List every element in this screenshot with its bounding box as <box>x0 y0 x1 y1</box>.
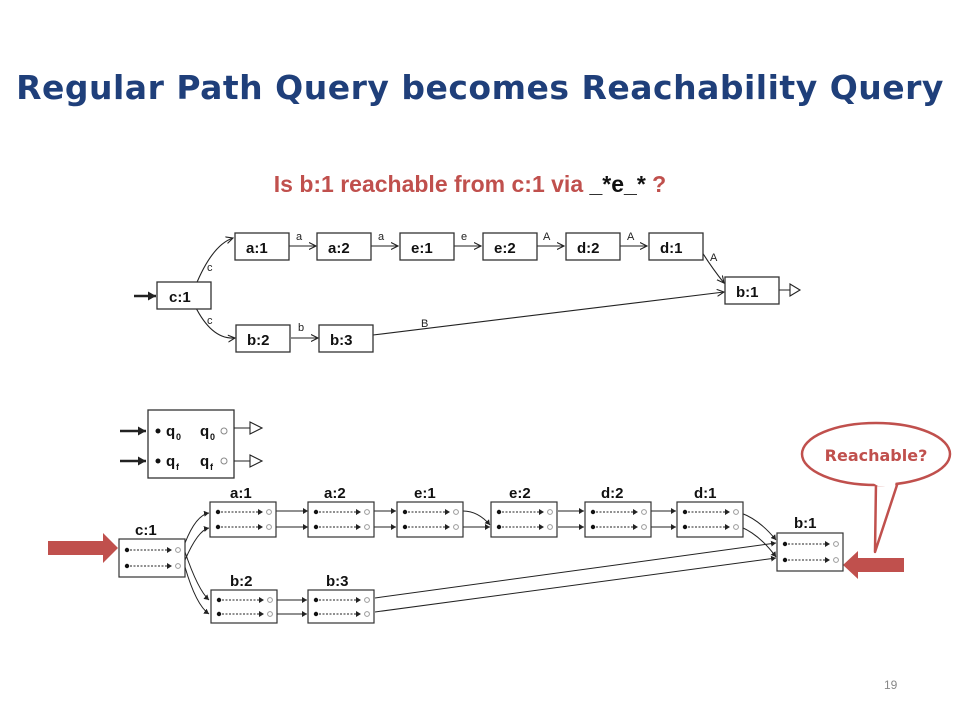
node-a1: a:1 <box>234 232 290 261</box>
state-subscript: 0 <box>176 432 181 442</box>
question-text: Is b:1 reachable from c:1 via _*e_* ? <box>0 171 940 198</box>
top-graph: c c a a e A A A b B c:1 a:1 a:2 <box>134 231 802 353</box>
svg-text:c:1: c:1 <box>169 289 191 306</box>
svg-text:a:1: a:1 <box>246 240 268 257</box>
state-label: q <box>200 423 209 440</box>
callout-text: Reachable? <box>825 446 928 465</box>
svg-text:a:1: a:1 <box>230 485 252 502</box>
product-node-c1: c:1 <box>118 522 186 578</box>
state-subscript: f <box>210 462 214 472</box>
node-e2: e:2 <box>482 232 538 261</box>
node-a2: a:2 <box>316 232 372 261</box>
node-b1: b:1 <box>724 276 780 305</box>
state-label: q <box>200 453 209 470</box>
slide-title: Regular Path Query becomes Reachability … <box>16 68 944 107</box>
edge-label: e <box>461 231 467 243</box>
svg-text:a:2: a:2 <box>324 485 346 502</box>
page-number: 19 <box>884 678 898 692</box>
svg-text:d:1: d:1 <box>694 485 717 502</box>
svg-text:c:1: c:1 <box>135 522 157 539</box>
question-prefix: Is b:1 reachable from c:1 via <box>273 171 590 197</box>
svg-text:b:2: b:2 <box>247 332 270 349</box>
svg-text:b:2: b:2 <box>230 573 253 590</box>
svg-text:d:2: d:2 <box>601 485 624 502</box>
node-b2: b:2 <box>235 324 291 353</box>
product-node-a1: a:1 <box>209 485 277 538</box>
edge-label: c <box>207 262 213 274</box>
exit-arrow <box>843 551 904 579</box>
question-pattern: _*e_* <box>589 171 646 197</box>
node-e1: e:1 <box>399 232 455 261</box>
edge-label: a <box>378 231 385 243</box>
node-d1: d:1 <box>648 232 704 261</box>
svg-text:e:1: e:1 <box>411 240 433 257</box>
svg-text:e:2: e:2 <box>494 240 516 257</box>
edge-label: a <box>296 231 303 243</box>
edge-label: A <box>543 231 551 243</box>
svg-text:b:3: b:3 <box>326 573 349 590</box>
edge-label: B <box>421 318 428 330</box>
edge-label: A <box>710 252 718 264</box>
svg-text:a:2: a:2 <box>328 240 350 257</box>
svg-text:d:1: d:1 <box>660 240 683 257</box>
product-node-b1: b:1 <box>776 515 844 572</box>
question-suffix: ? <box>645 171 667 197</box>
product-node-a2: a:2 <box>307 485 375 538</box>
node-d2: d:2 <box>565 232 621 261</box>
svg-text:b:3: b:3 <box>330 332 353 349</box>
product-node-d2: d:2 <box>584 485 652 538</box>
svg-text:b:1: b:1 <box>736 284 759 301</box>
state-subscript: f <box>176 462 180 472</box>
edge-label: A <box>627 231 635 243</box>
product-node-d1: d:1 <box>676 485 744 538</box>
edge-label: c <box>207 315 213 327</box>
product-node-e2: e:2 <box>490 485 558 538</box>
automaton-legend: q 0 q 0 q f q f <box>120 409 264 479</box>
state-label: q <box>166 423 175 440</box>
product-node-b3: b:3 <box>307 573 375 624</box>
edge-label: b <box>298 322 304 334</box>
state-label: q <box>166 453 175 470</box>
node-b3: b:3 <box>318 324 374 353</box>
svg-text:d:2: d:2 <box>577 240 600 257</box>
svg-text:b:1: b:1 <box>794 515 817 532</box>
svg-text:e:1: e:1 <box>414 485 436 502</box>
product-graph: c:1 a:1 a:2 <box>48 485 904 624</box>
product-node-b2: b:2 <box>210 573 278 624</box>
reachable-callout: Reachable? <box>800 421 952 554</box>
state-subscript: 0 <box>210 432 215 442</box>
product-node-e1: e:1 <box>396 485 464 538</box>
svg-text:e:2: e:2 <box>509 485 531 502</box>
entry-arrow <box>48 533 118 563</box>
node-c1: c:1 <box>156 281 212 310</box>
